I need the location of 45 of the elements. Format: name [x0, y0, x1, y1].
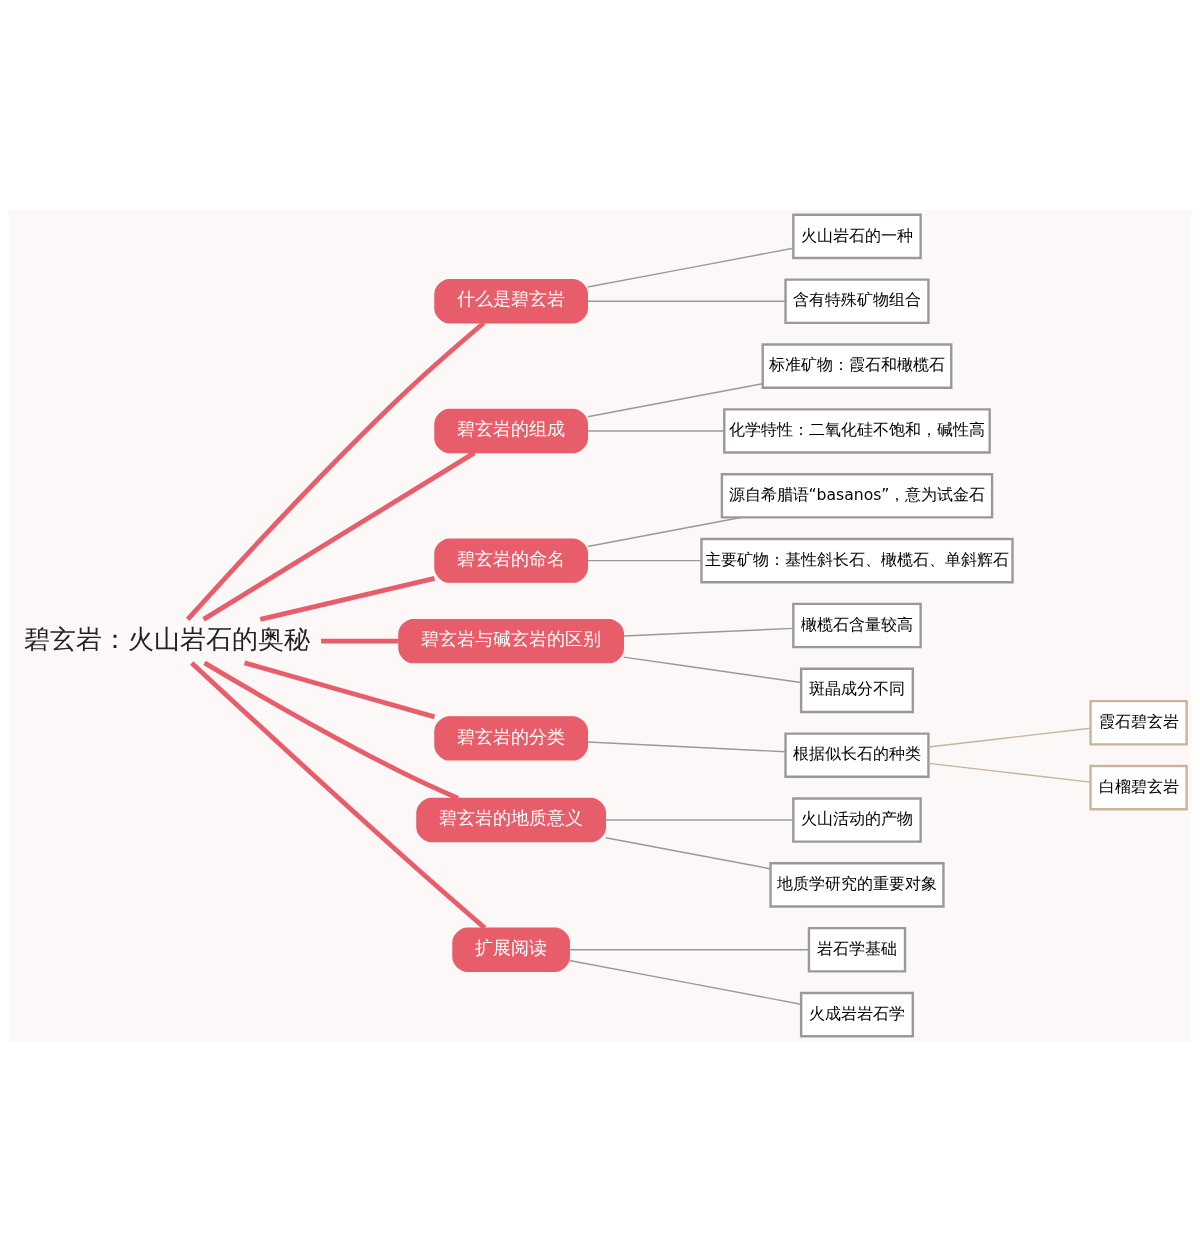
- connector: [568, 948, 810, 950]
- connector: [927, 727, 1091, 748]
- node-box: 源自希腊语“basanos”，意为试金石: [720, 472, 994, 519]
- connector: [587, 382, 764, 417]
- node-text: 碧玄岩：火山岩石的奥秘: [24, 622, 311, 654]
- connector: [927, 762, 1091, 783]
- connector: [623, 627, 794, 637]
- node-box: 地质学研究的重要对象: [769, 861, 945, 908]
- node-box: 碧玄岩与碱玄岩的区别: [398, 618, 624, 663]
- connector: [202, 450, 476, 621]
- connector: [587, 300, 786, 302]
- connector: [203, 660, 459, 800]
- node-box: 化学特性：二氧化硅不饱和，碱性高: [723, 407, 991, 454]
- node-box: 火成岩岩石学: [799, 991, 915, 1037]
- connector: [587, 740, 786, 752]
- node-box: 什么是碧玄岩: [434, 278, 588, 323]
- connector: [587, 429, 725, 432]
- connector: [605, 818, 795, 821]
- connector: [587, 516, 742, 547]
- node-box: 标准矿物：霞石和橄榄石: [761, 342, 953, 389]
- connector: [605, 836, 771, 869]
- connector: [587, 247, 794, 288]
- connector: [185, 320, 486, 621]
- node-box: 碧玄岩的地质意义: [416, 797, 606, 842]
- node-box: 火山岩石的一种: [792, 213, 922, 259]
- connector: [587, 559, 703, 561]
- node-box: 碧玄岩的命名: [434, 537, 588, 583]
- node-box: 霞石碧玄岩: [1089, 699, 1188, 746]
- connector: [259, 575, 436, 622]
- node-box: 碧玄岩的组成: [434, 408, 588, 453]
- connector: [243, 660, 436, 719]
- node-box: 根据似长石的种类: [784, 731, 930, 778]
- connector: [321, 638, 399, 643]
- node-box: 主要矿物：基性斜长石、橄榄石、单斜辉石: [700, 537, 1014, 583]
- node-box: 扩展阅读: [452, 927, 570, 972]
- connector: [568, 959, 802, 1005]
- node-box: 岩石学基础: [807, 926, 907, 973]
- node-box: 白榴碧玄岩: [1089, 764, 1188, 810]
- node-box: 斑晶成分不同: [799, 667, 915, 713]
- node-box: 碧玄岩的分类: [434, 715, 588, 761]
- connector: [190, 660, 487, 930]
- node-box: 含有特殊矿物组合: [784, 277, 930, 324]
- node-box: 火山活动的产物: [792, 796, 922, 843]
- node-box: 橄榄石含量较高: [792, 602, 922, 648]
- connector: [623, 655, 802, 683]
